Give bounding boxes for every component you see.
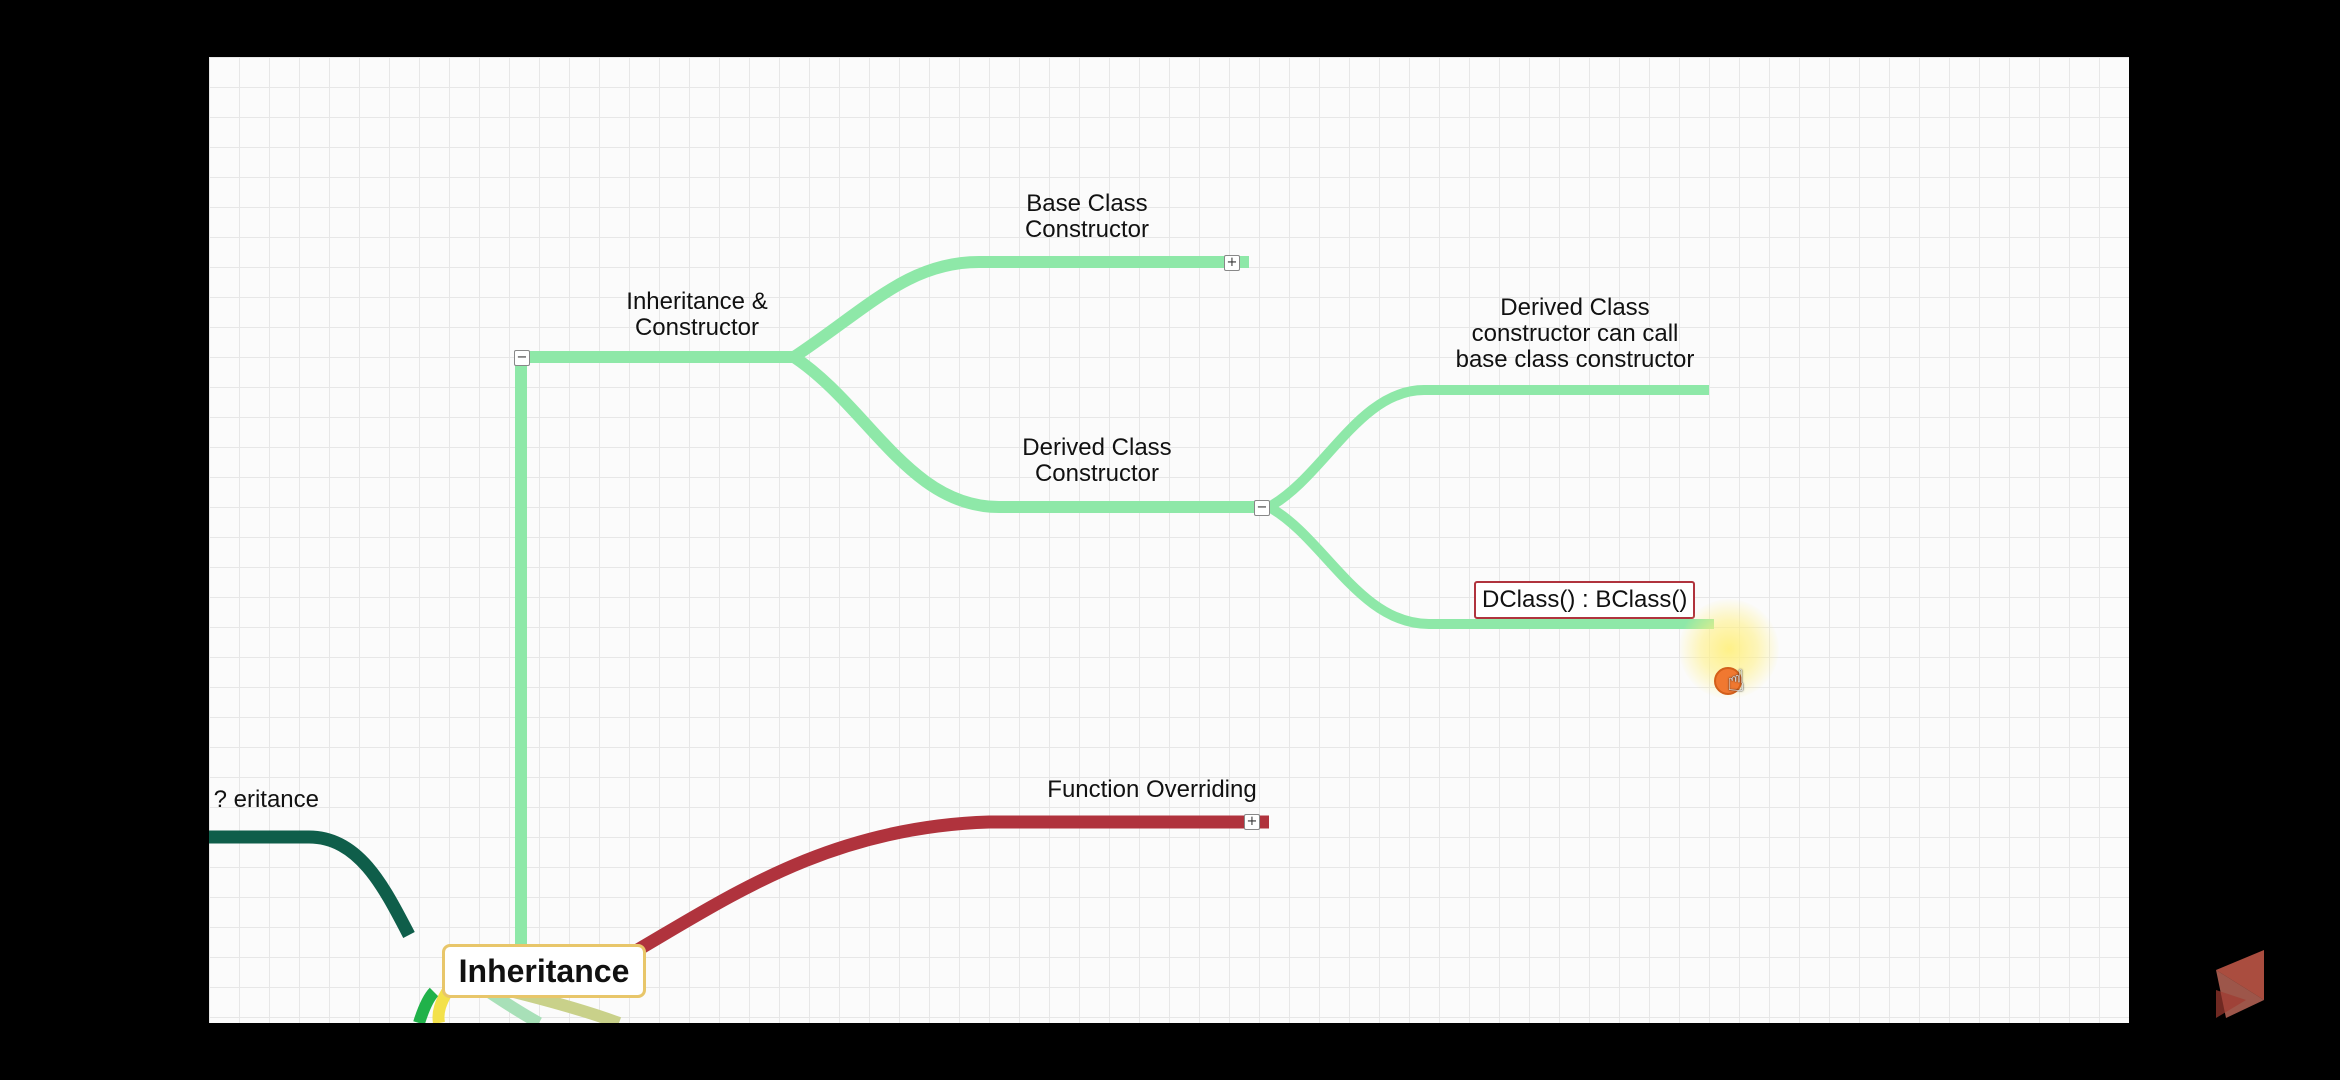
branch-line-base-class-constructor (790, 256, 1249, 362)
branch-line-partial (209, 830, 415, 939)
node-derived-can-call[interactable]: Derived Class constructor can call base … (1455, 294, 1695, 373)
node-inheritance-constructor[interactable]: Inheritance & Constructor (626, 288, 768, 341)
node-base-class-constructor[interactable]: Base Class Constructor (1024, 190, 1150, 243)
branch-line-derived-class-constructor (790, 352, 1269, 513)
node-partial-inheritance-label[interactable]: eritance ? (213, 787, 319, 813)
branch-stub-green (413, 987, 439, 1023)
branch-line-selected-node (1266, 502, 1714, 629)
branch-line-derived-can-call (1266, 385, 1709, 512)
branch-line-function-overriding (625, 815, 1269, 961)
node-derived-class-constructor[interactable]: Derived Class Constructor (1022, 434, 1172, 487)
node-selected-dclass-bclass[interactable]: DClass() : BClass() (1474, 581, 1696, 619)
collapse-toggle-icon[interactable]: − (1254, 500, 1270, 516)
watermark-logo-icon (2216, 950, 2264, 1018)
node-root-inheritance[interactable]: Inheritance (442, 944, 646, 998)
collapse-toggle-icon[interactable]: − (514, 350, 530, 366)
branch-line-inheritance-constructor (515, 351, 794, 945)
mindmap-canvas[interactable]: eritance ? Inheritance & Constructor Bas… (209, 57, 2129, 1023)
cursor-click-indicator (1714, 667, 1742, 695)
expand-toggle-icon[interactable]: + (1244, 814, 1260, 830)
expand-toggle-icon[interactable]: + (1224, 255, 1240, 271)
node-function-overriding[interactable]: Function Overriding (1047, 776, 1257, 803)
hand-cursor-icon: ☝ (1727, 664, 1746, 699)
